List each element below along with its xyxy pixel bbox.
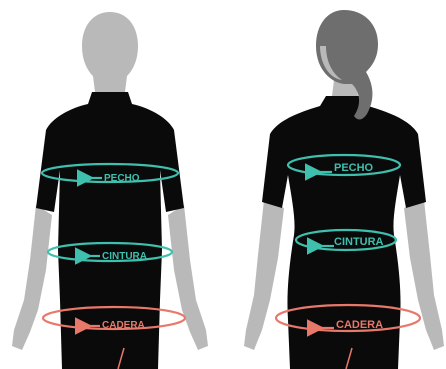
female-left-arm (244, 200, 284, 350)
male-left-arm (12, 205, 52, 350)
female-chest-label: PECHO (334, 162, 374, 174)
female-right-arm (404, 200, 444, 350)
female-waist-label: CINTURA (334, 236, 384, 248)
female-figure (244, 10, 444, 369)
male-hip-label: CADERA (102, 320, 145, 331)
male-figure (12, 12, 208, 369)
male-chest-label: PECHO (104, 173, 140, 184)
female-hip-label: CADERA (336, 319, 383, 331)
male-waist-label: CINTURA (102, 251, 147, 262)
male-right-arm (168, 205, 208, 350)
male-head (82, 12, 138, 92)
